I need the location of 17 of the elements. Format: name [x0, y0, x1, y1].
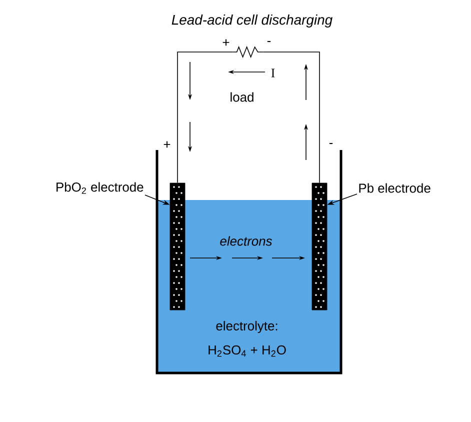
electrolyte-label: electrolyte:: [216, 320, 278, 334]
polarity-sign: -: [267, 41, 271, 42]
polarity-sign: +: [164, 141, 170, 148]
title: Lead-acid cell discharging: [172, 14, 332, 28]
load-label: load: [230, 92, 254, 102]
polarity-sign: +: [222, 39, 230, 46]
electrons-label: electrons: [220, 236, 272, 246]
wire: [177, 52, 234, 184]
resistor-symbol: [232, 46, 264, 58]
electrode-label: Pb electrode: [359, 183, 430, 193]
wire: [262, 52, 320, 184]
electrode: [170, 182, 186, 310]
formula-label: H$_{2}$SO$_{4}$ + H$_{2}$O: [208, 345, 286, 357]
polarity-sign: -: [329, 143, 333, 144]
electrode: [312, 182, 328, 310]
current-symbol: I: [271, 68, 275, 78]
electrode-label: PbO$_{2}$ electrode: [56, 182, 144, 194]
